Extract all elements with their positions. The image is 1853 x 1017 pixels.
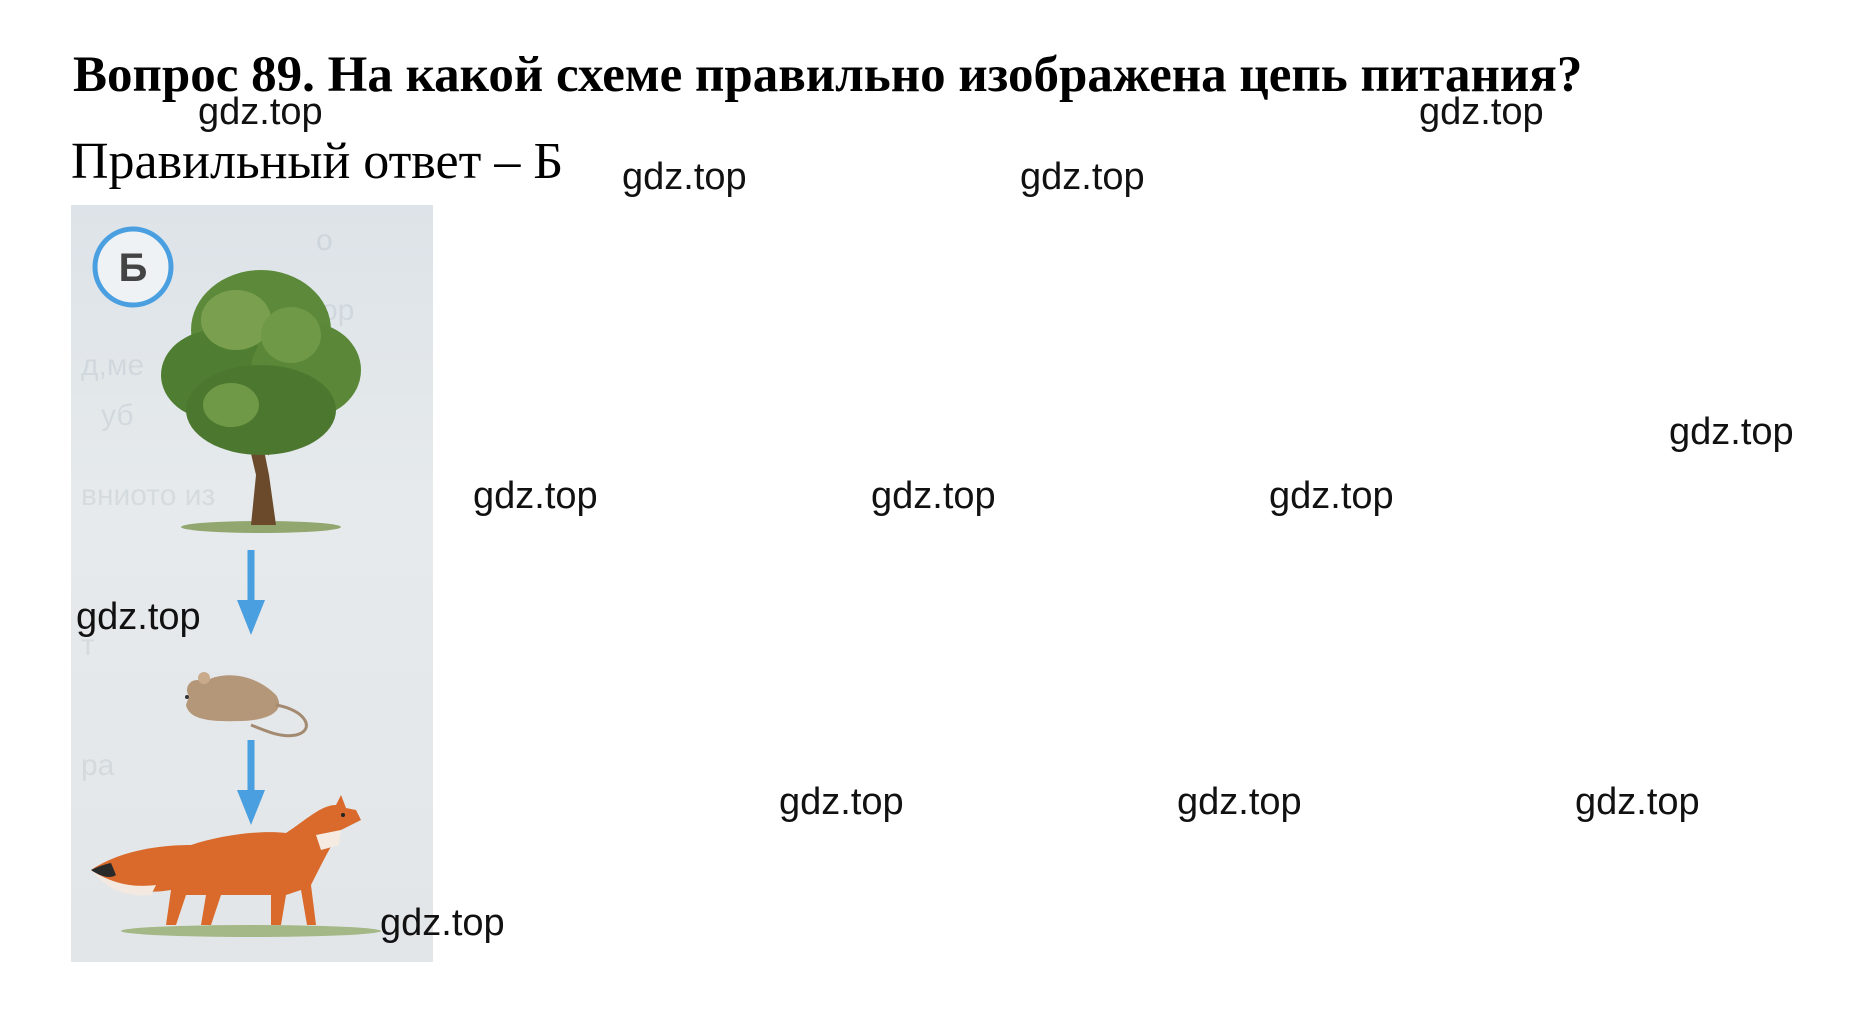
watermark: gdz.top <box>473 475 598 517</box>
svg-text:д,ме: д,ме <box>81 349 144 382</box>
watermark: gdz.top <box>1269 475 1394 517</box>
watermark: gdz.top <box>622 156 747 198</box>
svg-text:т: т <box>81 629 95 662</box>
arrow-down-icon <box>237 550 265 635</box>
arrow-down-icon <box>237 740 265 825</box>
watermark: gdz.top <box>1177 781 1302 823</box>
variant-badge-label: Б <box>119 246 148 290</box>
watermark: gdz.top <box>1419 91 1544 133</box>
watermark: gdz.top <box>1575 781 1700 823</box>
svg-text:ра: ра <box>81 749 115 782</box>
fox-icon <box>91 795 381 937</box>
watermark: gdz.top <box>779 781 904 823</box>
watermark: gdz.top <box>76 596 201 638</box>
question-title: Вопрос 89. На какой схеме правильно изоб… <box>73 47 1583 103</box>
watermark: gdz.top <box>380 902 505 944</box>
answer-text: Правильный ответ – Б <box>71 133 564 190</box>
watermark: gdz.top <box>1020 156 1145 198</box>
variant-badge: Б <box>92 226 174 308</box>
watermark: gdz.top <box>198 91 323 133</box>
svg-text:о: о <box>316 224 333 257</box>
watermark: gdz.top <box>871 475 996 517</box>
tree-icon <box>161 270 361 533</box>
watermark: gdz.top <box>1669 411 1794 453</box>
svg-text:вниото из: вниото из <box>81 479 215 512</box>
mouse-icon <box>185 672 308 738</box>
svg-text:уб: уб <box>101 399 134 432</box>
